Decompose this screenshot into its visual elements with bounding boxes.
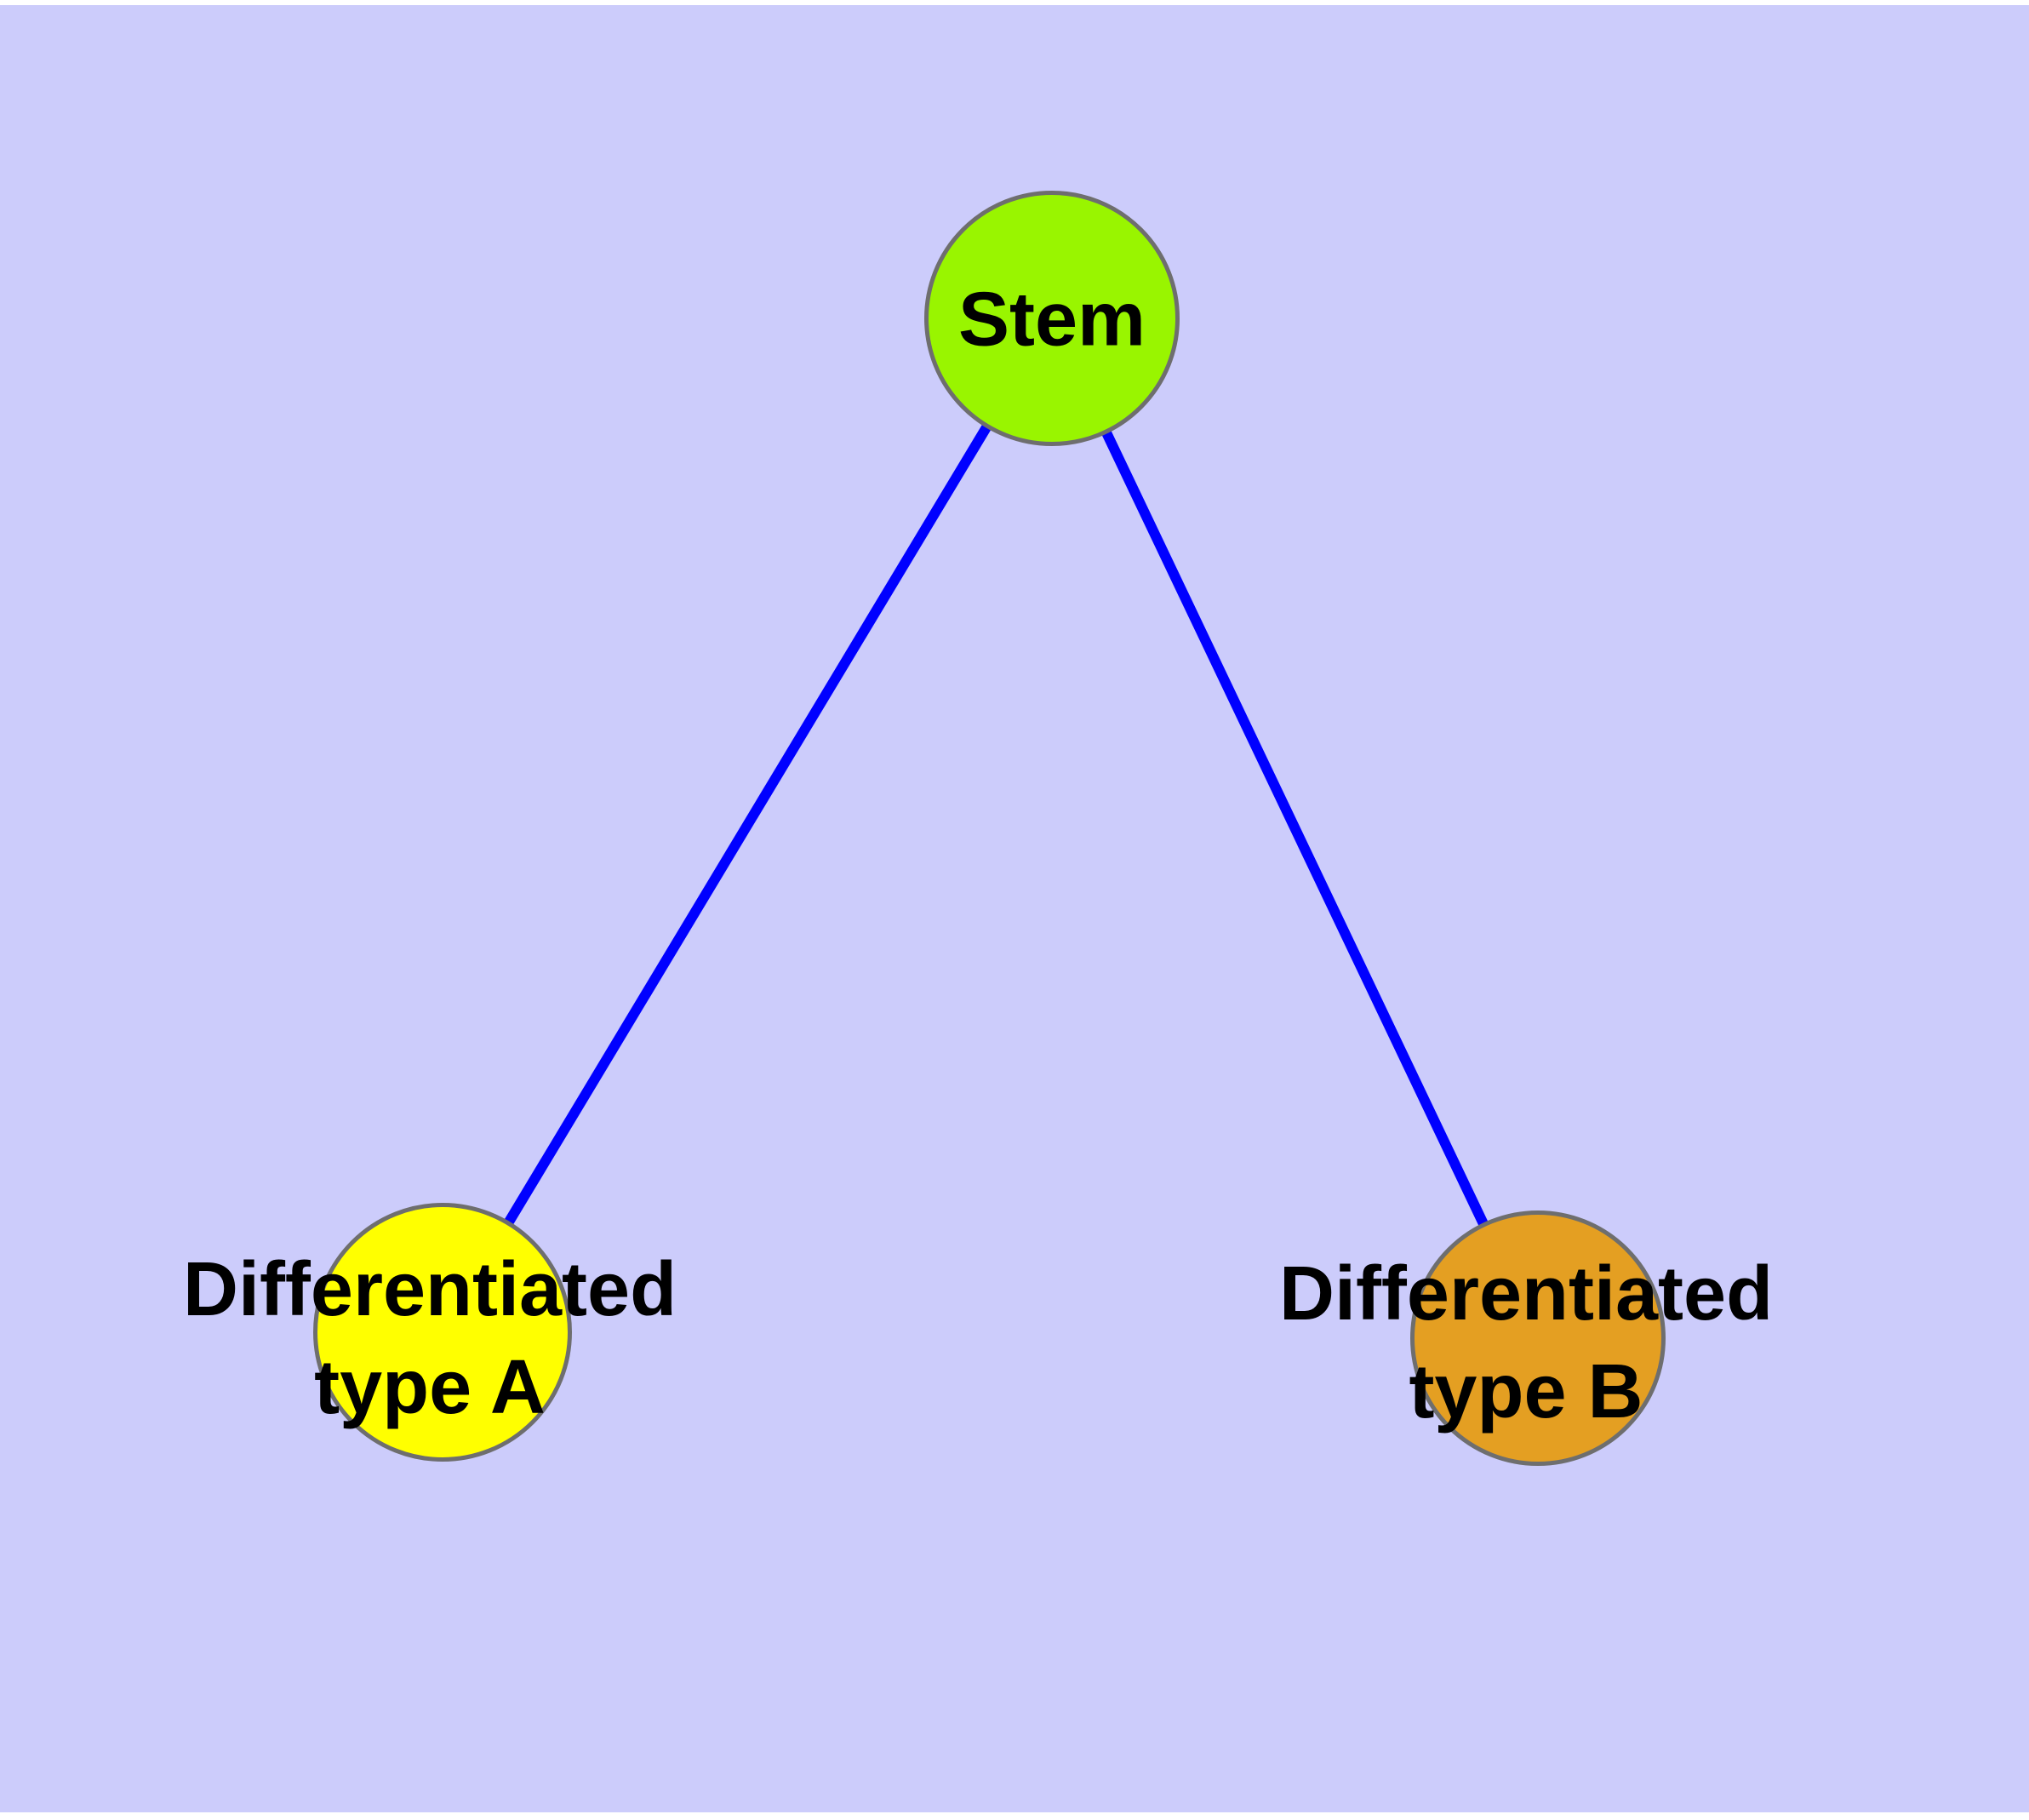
- node-differentiated-type-a-label: Differentiated type A: [182, 1247, 677, 1430]
- node-differentiated-type-b: [1410, 1210, 1666, 1466]
- node-stem: [924, 191, 1180, 446]
- edge-stem-to-type-a: [437, 315, 1057, 1336]
- edge-stem-to-type-b: [1047, 316, 1543, 1341]
- node-differentiated-type-a: [313, 1203, 572, 1462]
- node-stem-label: Stem: [957, 277, 1146, 363]
- node-differentiated-type-b-label: Differentiated type B: [1278, 1251, 1774, 1434]
